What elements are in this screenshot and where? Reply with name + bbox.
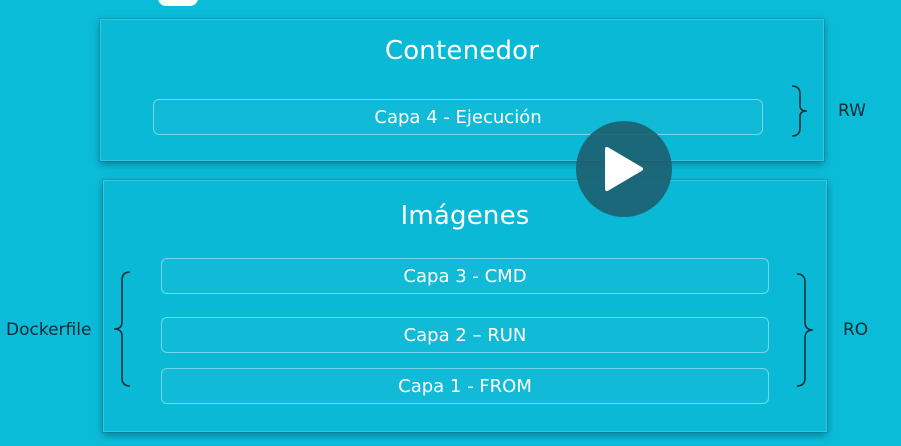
- container-title: Contenedor: [384, 36, 540, 66]
- layer-3-cmd: Capa 3 - CMD: [161, 258, 769, 294]
- rw-label: RW: [838, 101, 866, 121]
- play-button[interactable]: [576, 121, 672, 217]
- layer-4-execution: Capa 4 - Ejecución: [153, 99, 763, 135]
- layer-1-from: Capa 1 - FROM: [161, 368, 769, 404]
- images-panel: Imágenes Capa 3 - CMD Capa 2 – RUN Capa …: [103, 180, 827, 432]
- dockerfile-bracket: [113, 271, 131, 387]
- play-icon: [605, 147, 643, 191]
- layer-2-run: Capa 2 – RUN: [161, 317, 769, 353]
- dockerfile-label: Dockerfile: [6, 320, 92, 340]
- images-title: Imágenes: [400, 201, 530, 231]
- ro-bracket: [796, 273, 814, 387]
- top-edge-fragment: [158, 0, 198, 6]
- ro-label: RO: [843, 320, 869, 340]
- rw-bracket: [791, 85, 808, 137]
- container-panel: Contenedor Capa 4 - Ejecución: [100, 19, 824, 161]
